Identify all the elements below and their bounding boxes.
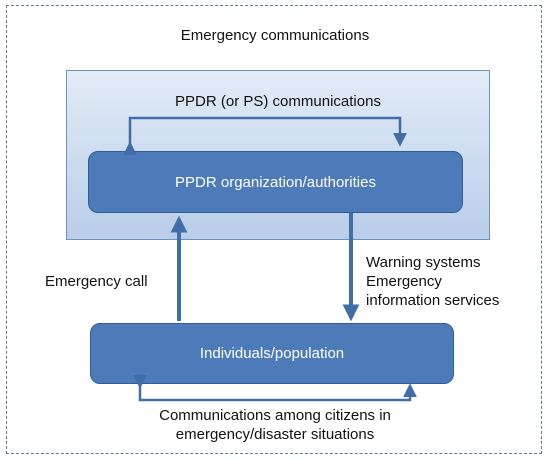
emergency-communications-frame [6, 5, 542, 454]
citizens-communications-label: Communications among citizens in emergen… [0, 406, 550, 444]
individuals-population-label: Individuals/population [199, 345, 345, 362]
citizens-line-1: Communications among citizens in [159, 407, 391, 424]
ppdr-organization-box: PPDR organization/authorities [88, 151, 463, 213]
emergency-call-label: Emergency call [45, 273, 148, 290]
ppdr-organization-label: PPDR organization/authorities [175, 173, 376, 191]
warning-line-1: Warning systems [366, 254, 481, 271]
warning-line-3: information services [366, 292, 500, 309]
individuals-population-box: Individuals/population [90, 323, 454, 384]
citizens-line-2: emergency/disaster situations [175, 426, 375, 443]
ppdr-communications-label: PPDR (or PS) communications [175, 93, 381, 110]
warning-systems-label: Warning systems Emergency information se… [366, 253, 499, 310]
warning-line-2: Emergency [366, 273, 442, 290]
diagram-title: Emergency communications [180, 27, 370, 44]
